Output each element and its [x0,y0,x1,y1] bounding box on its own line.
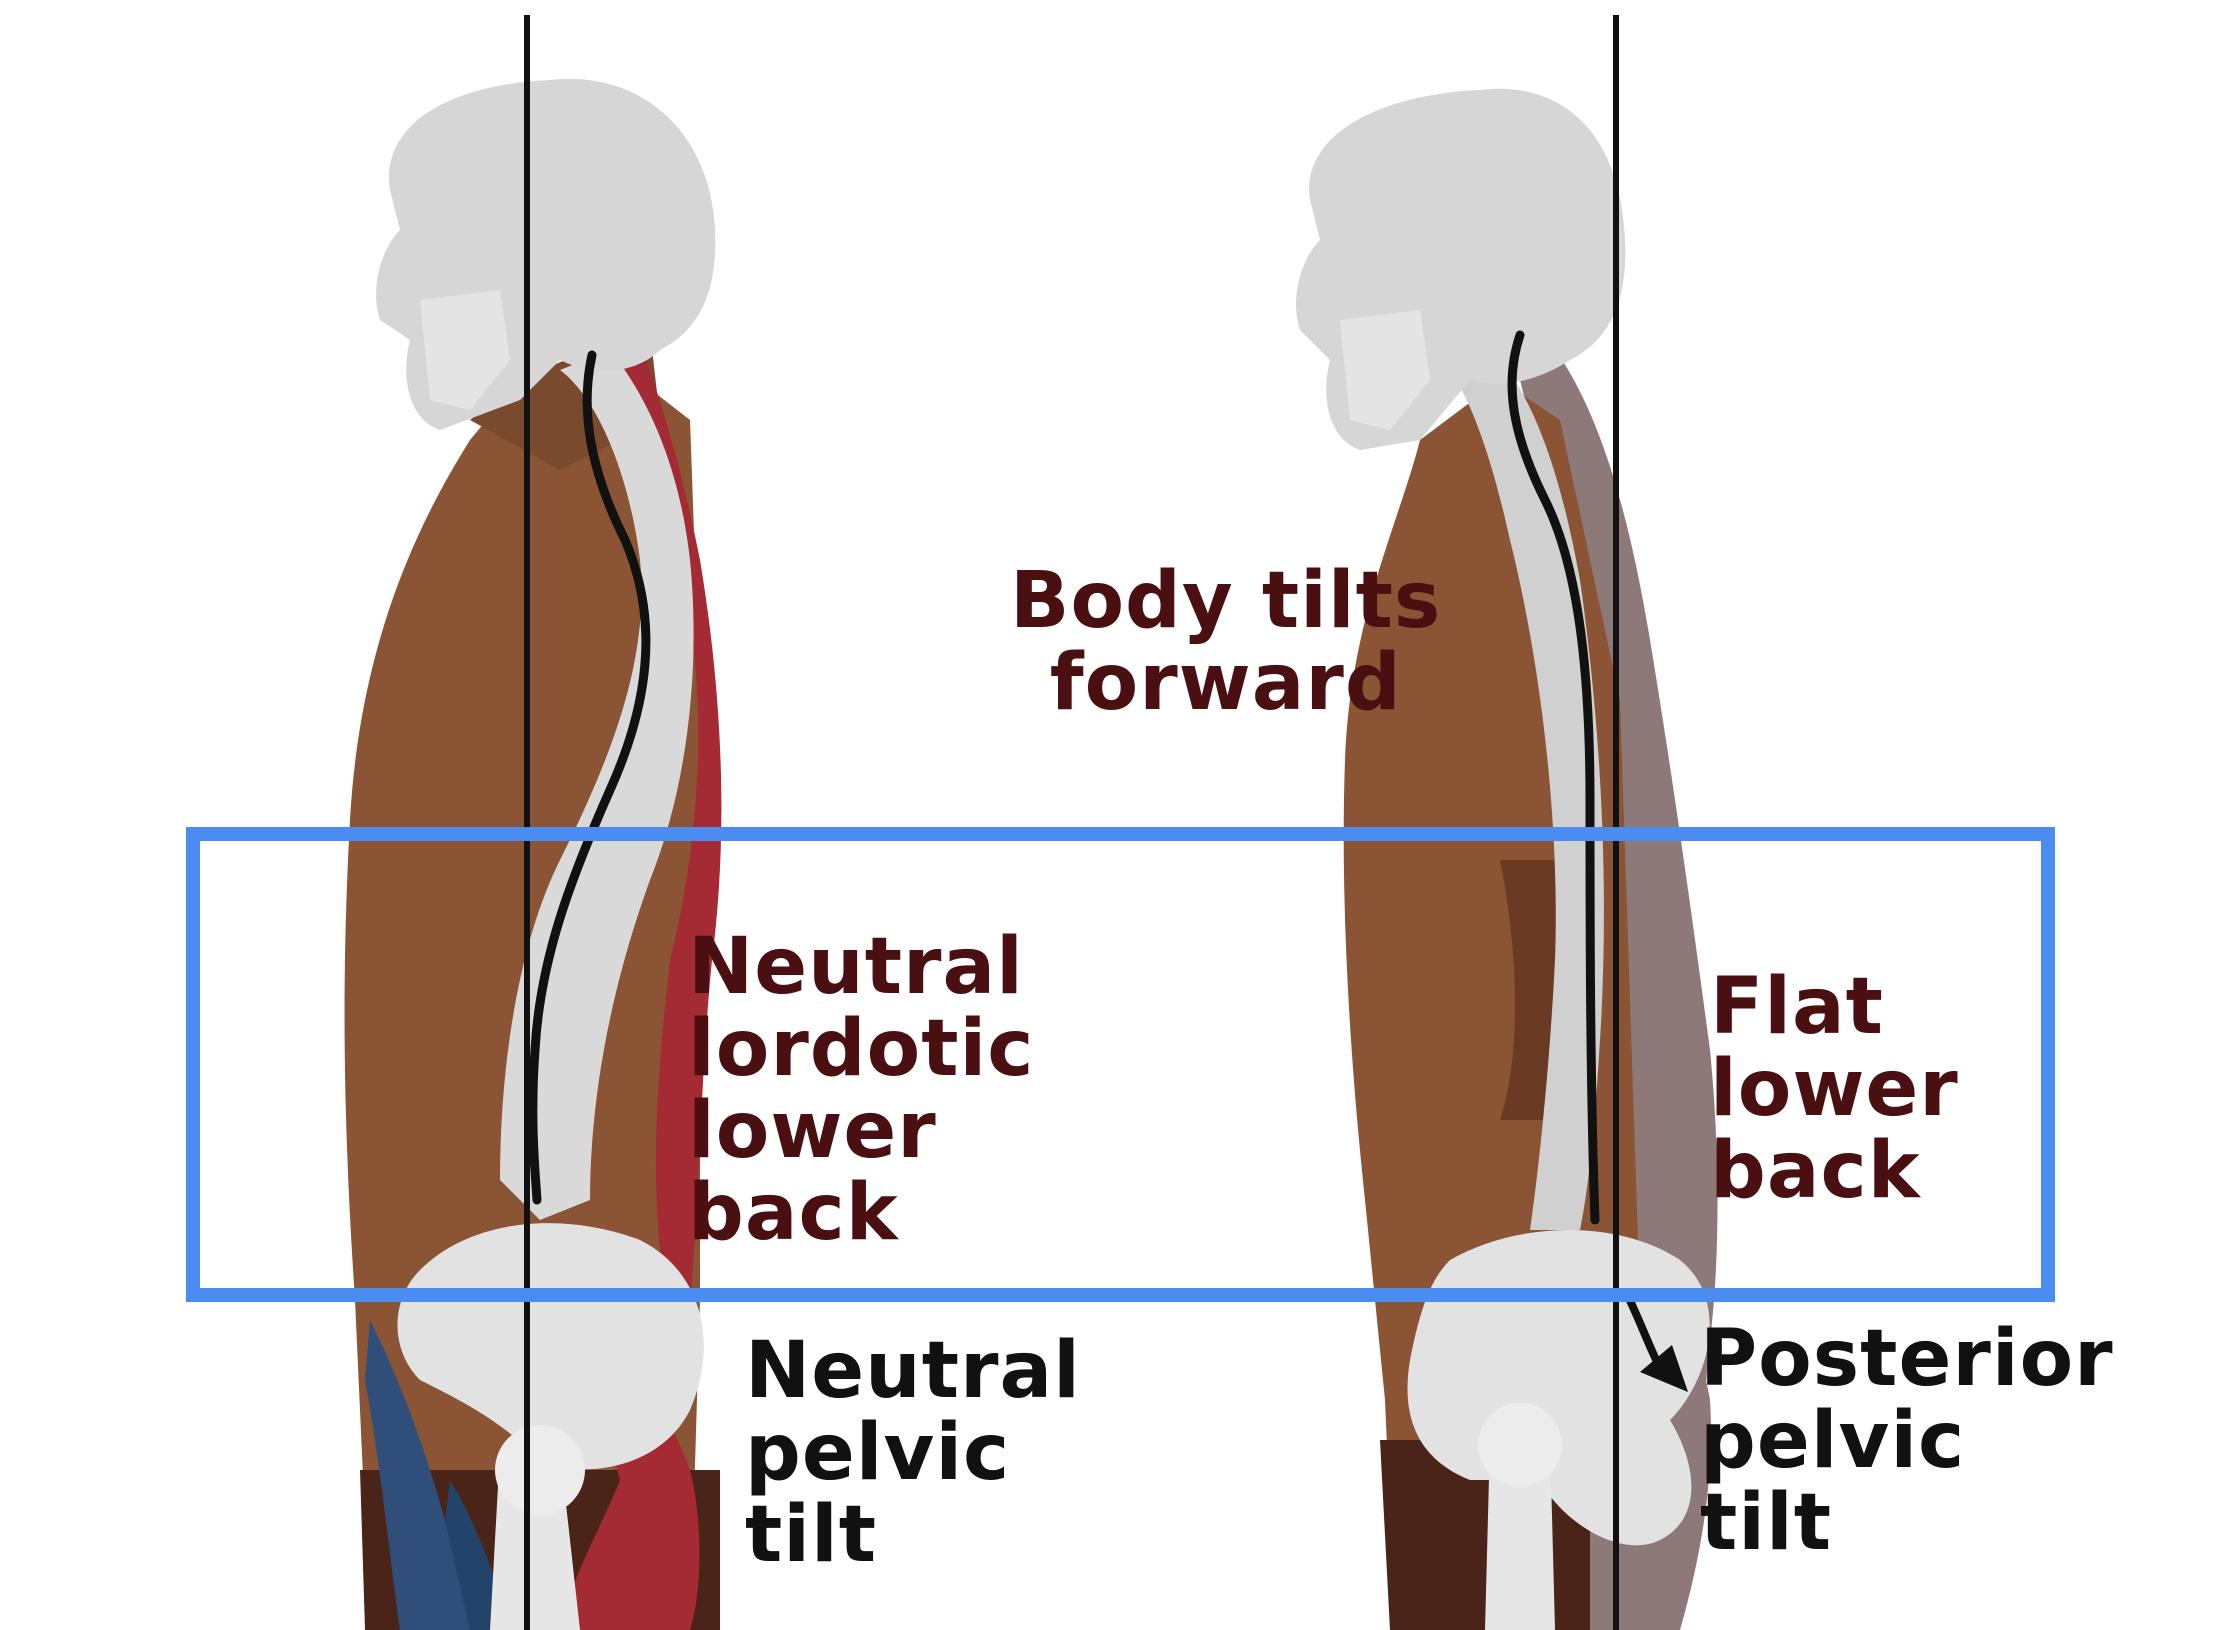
neutral-lordotic-label: Neutral lordotic lower back [688,926,1034,1254]
left-vein-muscle [365,1320,470,1630]
body-tilts-line-2: forward [1049,638,1402,728]
flat-back-line-3: back [1710,1126,1921,1216]
neutral-lordotic-line-1: Neutral [688,922,1024,1012]
body-tilts-forward-label: Body tilts forward [1010,560,1441,724]
posterior-pelvic-line-3: tilt [1700,1478,1833,1568]
neutral-pelvic-tilt-label: Neutral pelvic tilt [745,1330,1081,1576]
right-femur-head [1478,1403,1562,1487]
left-jaw [420,290,510,410]
right-figure [1296,15,1718,1630]
lower-back-highlight-box [186,827,2055,1302]
body-tilts-line-1: Body tilts [1010,556,1442,646]
neutral-lordotic-line-2: lordotic [688,1004,1035,1094]
posterior-tilt-arrowhead [1640,1345,1688,1392]
right-spine-curve [1507,330,1600,1225]
left-femur-head [495,1425,585,1515]
neutral-lordotic-line-3: lower [688,1086,937,1176]
right-jaw [1340,310,1430,430]
posterior-pelvic-line-2: pelvic [1700,1396,1966,1486]
flat-back-line-1: Flat [1710,962,1884,1052]
neutral-pelvic-line-2: pelvic [745,1408,1011,1498]
left-back-muscle [615,340,722,1317]
neutral-lordotic-line-4: back [688,1168,899,1258]
right-femur [1485,1440,1555,1630]
flat-back-line-2: lower [1710,1044,1959,1134]
flat-lower-back-label: Flat lower back [1710,966,1959,1212]
neutral-pelvic-line-3: tilt [745,1490,878,1580]
left-figure [344,15,722,1630]
left-spine-bone [500,350,694,1220]
left-pelvis [397,1223,704,1470]
posterior-pelvic-tilt-label: Posterior pelvic tilt [1700,1318,2114,1564]
left-spine-curve [528,350,651,1205]
posterior-pelvic-line-1: Posterior [1700,1314,2114,1404]
neutral-pelvic-line-1: Neutral [745,1326,1081,1416]
right-abdomen-shadow [1500,860,1560,1120]
